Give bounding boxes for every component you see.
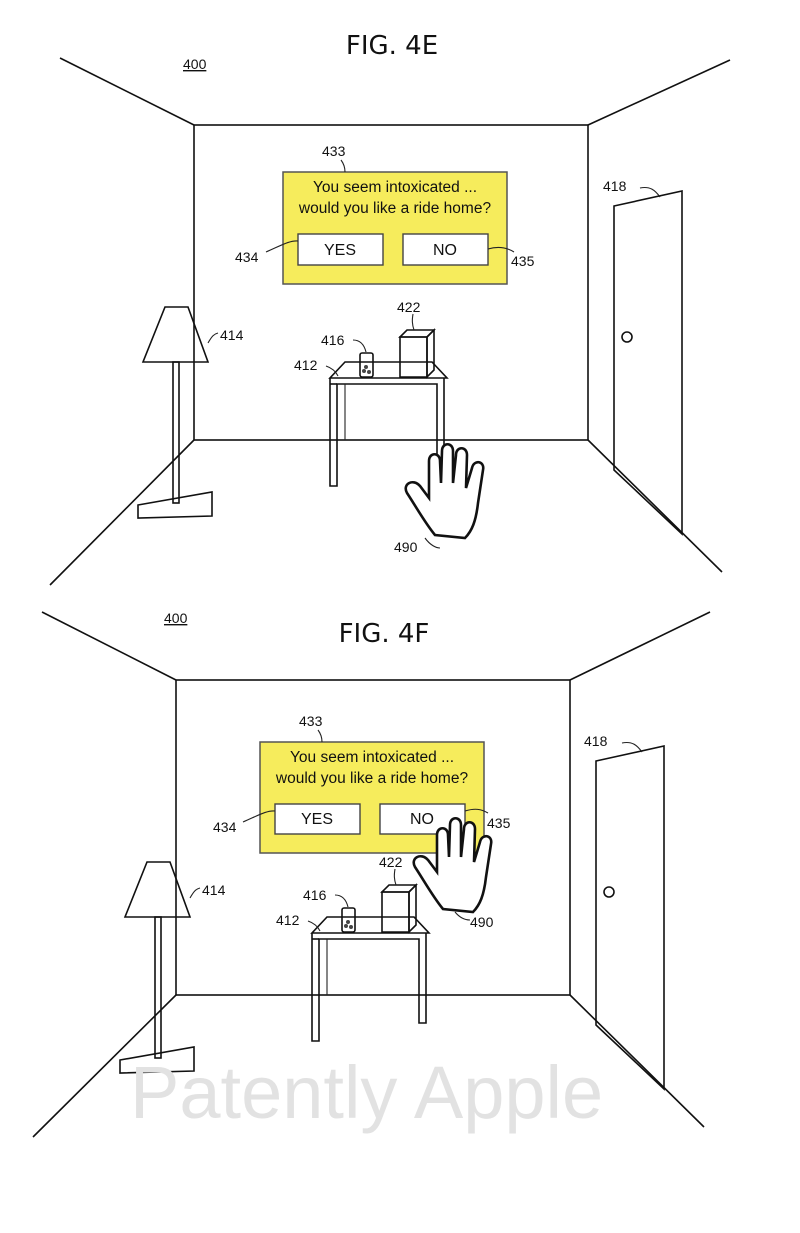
- ceiling-edge-right: [569, 611, 711, 681]
- ceiling-edge-right: [587, 59, 731, 126]
- no-button-label: NO: [433, 242, 457, 259]
- hand-icon: 490: [394, 442, 485, 555]
- box-device: 422: [397, 299, 436, 379]
- floor-edge-right: [569, 994, 705, 1128]
- figure-ref: 400: [183, 56, 207, 72]
- figure-4f: FIG. 4F 400 418 414: [32, 610, 711, 1138]
- dialog-line-1: You seem intoxicated ...: [313, 179, 477, 196]
- figure-title: FIG. 4F: [339, 619, 430, 649]
- label-dialog: 433: [322, 143, 346, 159]
- figure-title: FIG. 4E: [346, 31, 438, 61]
- dialog-line-1: You seem intoxicated ...: [290, 749, 454, 766]
- label-door: 418: [603, 178, 627, 194]
- yes-button[interactable]: YES: [297, 233, 384, 266]
- label-box: 422: [379, 854, 403, 870]
- ceiling-edge-left: [59, 57, 195, 126]
- back-wall: [175, 679, 571, 996]
- label-box: 422: [397, 299, 421, 315]
- box-device: 422: [379, 854, 418, 934]
- back-wall: [193, 124, 589, 441]
- table: 412: [294, 357, 449, 487]
- label-dialog: 433: [299, 713, 323, 729]
- label-glass: 416: [303, 887, 327, 903]
- floor-edge-left: [49, 439, 195, 586]
- label-hand: 490: [470, 914, 494, 930]
- label-yes: 434: [235, 249, 259, 265]
- glass: 416: [303, 887, 356, 933]
- no-button[interactable]: NO: [402, 233, 489, 266]
- floor-edge-left: [32, 994, 177, 1138]
- door-knob: [621, 331, 633, 343]
- dialog-line-2: would you like a ride home?: [275, 770, 469, 787]
- label-no: 435: [511, 253, 535, 269]
- dialog-line-2: would you like a ride home?: [298, 200, 492, 217]
- label-table: 412: [276, 912, 300, 928]
- label-yes: 434: [213, 819, 237, 835]
- floor-lamp: 414: [119, 861, 226, 1074]
- table: 412: [276, 912, 431, 1042]
- room: [32, 611, 711, 1138]
- dialog-box: You seem intoxicated ... would you like …: [235, 143, 535, 285]
- label-lamp: 414: [220, 327, 244, 343]
- label-hand: 490: [394, 539, 418, 555]
- floor-lamp: 414: [137, 306, 244, 519]
- door-knob: [603, 886, 615, 898]
- label-no: 435: [487, 815, 511, 831]
- label-table: 412: [294, 357, 318, 373]
- yes-button[interactable]: YES: [274, 803, 361, 835]
- watermark: Patently Apple: [130, 1051, 603, 1134]
- room: [49, 57, 731, 586]
- ceiling-edge-left: [41, 611, 177, 681]
- label-door: 418: [584, 733, 608, 749]
- yes-button-label: YES: [301, 811, 333, 828]
- label-glass: 416: [321, 332, 345, 348]
- glass: 416: [321, 332, 374, 378]
- door: 418: [584, 733, 665, 1091]
- figure-4e: FIG. 4E 400 418 You seem intoxicated ...…: [49, 31, 731, 586]
- figure-ref: 400: [164, 610, 188, 626]
- hand-icon: 490: [412, 816, 494, 930]
- floor-edge-right: [587, 439, 723, 573]
- yes-button-label: YES: [324, 242, 356, 259]
- label-lamp: 414: [202, 882, 226, 898]
- door: 418: [603, 178, 683, 536]
- no-button-label: NO: [410, 811, 434, 828]
